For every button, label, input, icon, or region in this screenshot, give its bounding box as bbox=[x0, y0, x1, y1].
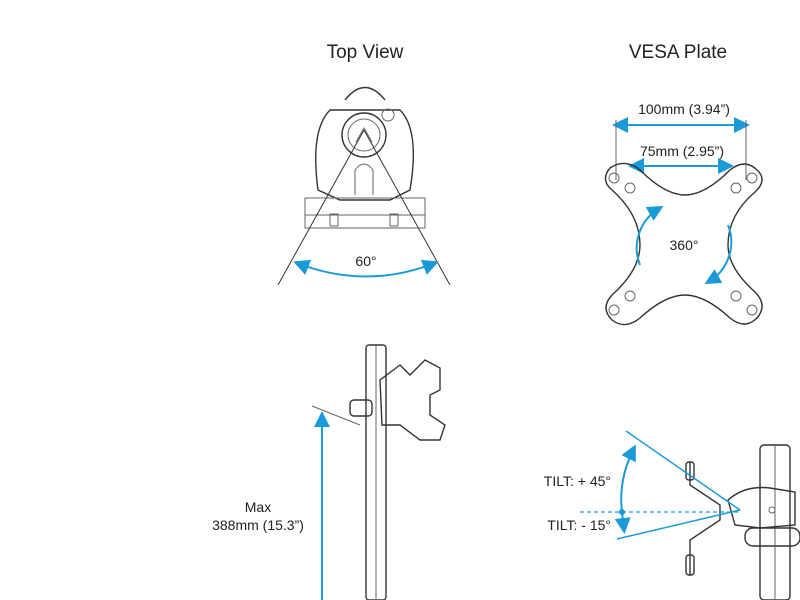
height-section: Max 388mm (15.3”) bbox=[212, 344, 446, 600]
height-max-label: Max bbox=[245, 499, 271, 515]
vesa-plate-section: VESA Plate 100mm (3.94”) 75mm (2.95”) 36… bbox=[604, 42, 763, 326]
tilt-down-label: TILT: - 15° bbox=[547, 517, 611, 533]
tilt-up-arrow bbox=[620, 444, 636, 513]
height-value-label: 388mm (15.3”) bbox=[212, 517, 304, 533]
rotation-arc-arrow bbox=[293, 259, 439, 278]
tilt-section: TILT: + 45° TILT: - 15° bbox=[544, 430, 800, 600]
rotation-arrow-left bbox=[635, 206, 664, 266]
top-view-drawing bbox=[277, 86, 451, 286]
top-view-section: Top View 60° bbox=[277, 42, 451, 286]
rotation-arrow-right bbox=[704, 224, 733, 284]
rotation-label: 360° bbox=[670, 237, 699, 253]
swivel-angle-label: 60° bbox=[355, 253, 376, 269]
vesa-inner-width-label: 75mm (2.95”) bbox=[640, 143, 724, 159]
vesa-outer-width-label: 100mm (3.94”) bbox=[638, 101, 730, 117]
tilt-up-label: TILT: + 45° bbox=[544, 473, 611, 489]
vesa-plate-outline bbox=[604, 162, 763, 326]
vesa-plate-title: VESA Plate bbox=[629, 42, 727, 63]
top-view-title: Top View bbox=[327, 42, 404, 63]
tilt-down-arrow bbox=[614, 511, 631, 534]
